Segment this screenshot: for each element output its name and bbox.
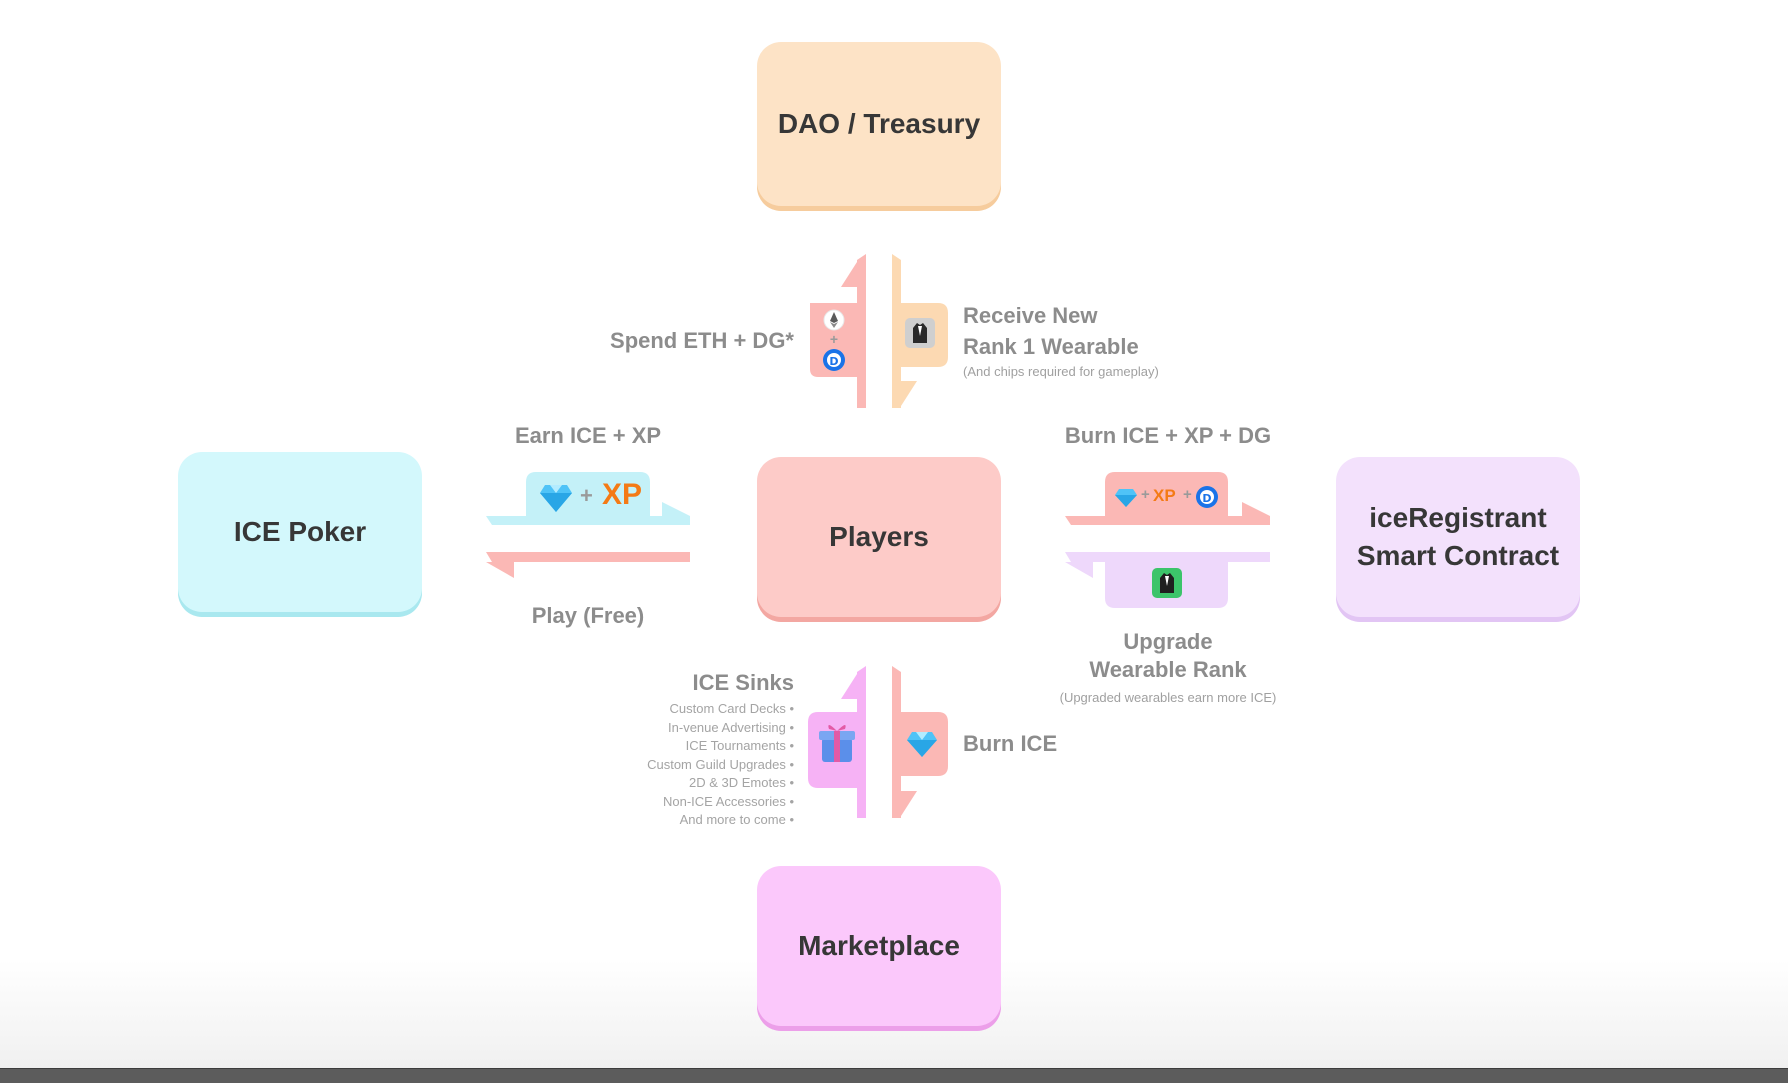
ice-poker-node: ICE Poker <box>178 452 422 612</box>
svg-text:D: D <box>829 355 838 368</box>
ice-registrant-node: iceRegistrant Smart Contract <box>1336 457 1580 617</box>
sink-item-guild-upgrades: Custom Guild Upgrades <box>647 756 794 775</box>
window-bottom-edge <box>0 1068 1788 1083</box>
eth-coin-icon <box>823 309 845 331</box>
sink-item-tournaments: ICE Tournaments <box>647 737 794 756</box>
earn-xp-badge: XP <box>602 478 643 511</box>
sink-item-advertising: In-venue Advertising <box>647 719 794 738</box>
upgrade-wearable-note: (Upgraded wearables earn more ICE) <box>1059 690 1277 705</box>
upgrade-wearable-label: Upgrade Wearable Rank <box>1089 629 1247 682</box>
burn-ice-xp-dg-label: Burn ICE + XP + DG <box>1064 423 1272 448</box>
ice-diamond-icon <box>540 485 572 512</box>
ice-poker-label: ICE Poker <box>233 516 367 547</box>
burn-ice-diamond-icon <box>907 732 937 757</box>
spend-eth-dg-label: Spend ETH + DG* <box>610 328 794 353</box>
dg-coin-small-icon: D <box>1196 486 1218 508</box>
svg-text:+: + <box>830 331 838 347</box>
sink-item-emotes: 2D & 3D Emotes <box>647 774 794 793</box>
dg-coin-icon: D <box>823 349 845 371</box>
players-label: Players <box>829 521 929 552</box>
sink-item-accessories: Non-ICE Accessories <box>647 793 794 812</box>
sink-item-more: And more to come <box>647 811 794 830</box>
marketplace-label: Marketplace <box>798 930 960 961</box>
gift-box-icon <box>819 724 855 762</box>
sink-item-card-decks: Custom Card Decks <box>647 700 794 719</box>
burn-right-arrow <box>1065 472 1270 525</box>
svg-text:D: D <box>1202 492 1211 505</box>
ice-sinks-title: ICE Sinks <box>692 670 794 695</box>
dao-treasury-label: DAO / Treasury <box>777 108 981 139</box>
wearable-jacket-icon <box>905 318 935 348</box>
spend-up-arrow <box>810 254 866 408</box>
receive-wearable-label: Receive New Rank 1 Wearable <box>963 303 1139 359</box>
ice-diamond-small-icon <box>1115 489 1137 507</box>
ice-registrant-label: iceRegistrant Smart Contract <box>1356 502 1560 571</box>
dao-treasury-node: DAO / Treasury <box>757 42 1001 206</box>
ice-sinks-list: Custom Card Decks In-venue Advertising I… <box>647 700 794 830</box>
burn-plus-sign-2: + <box>1183 486 1192 503</box>
burn-xp-badge: XP <box>1153 486 1176 505</box>
play-free-label: Play (Free) <box>531 603 645 628</box>
burn-plus-sign: + <box>1141 486 1150 503</box>
earn-ice-xp-label: Earn ICE + XP <box>514 423 662 448</box>
wearable-upgrade-icon <box>1152 568 1182 598</box>
play-left-arrow <box>486 552 690 578</box>
receive-wearable-note: (And chips required for gameplay) <box>963 364 1159 379</box>
marketplace-node: Marketplace <box>757 866 1001 1026</box>
earn-plus-sign: + <box>580 483 593 508</box>
players-node: Players <box>757 457 1001 617</box>
burn-ice-label: Burn ICE <box>963 731 1058 756</box>
